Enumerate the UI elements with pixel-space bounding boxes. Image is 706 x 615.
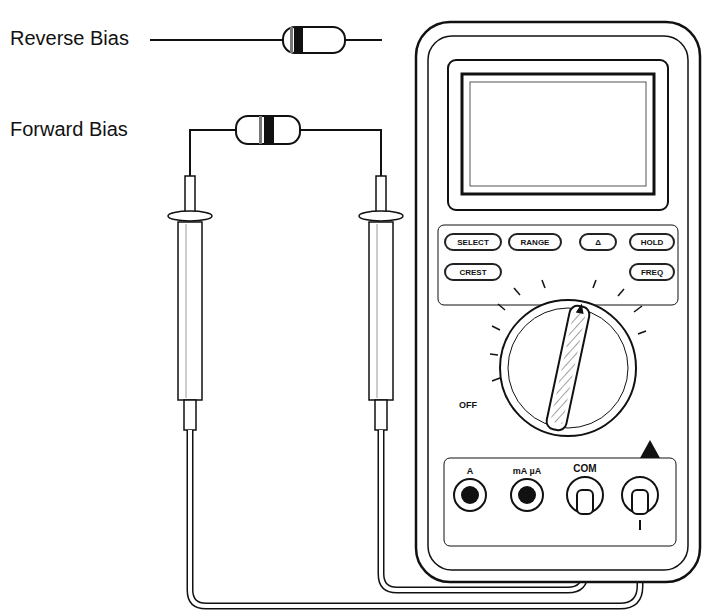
- input-jacks: [444, 440, 676, 546]
- button-label: HOLD: [641, 238, 664, 247]
- button-label: RANGE: [521, 238, 550, 247]
- test-probe: [168, 176, 212, 430]
- meter-button: RANGE: [508, 233, 562, 251]
- button-label: SELECT: [457, 238, 489, 247]
- meter-label: COM: [571, 463, 598, 474]
- bias-label: Reverse Bias: [10, 27, 129, 50]
- meter-button: Δ: [579, 233, 617, 251]
- meter-button: CREST: [444, 263, 502, 281]
- meter-housing: [416, 22, 700, 582]
- meter-label: A: [465, 466, 476, 476]
- button-label: CREST: [459, 268, 486, 277]
- meter-label: OFF: [457, 400, 479, 410]
- meter-button: HOLD: [629, 233, 675, 251]
- test-probe: [359, 176, 403, 430]
- button-label: FREQ: [641, 268, 663, 277]
- button-label: Δ: [595, 238, 601, 247]
- bias-label: Forward Bias: [10, 118, 128, 141]
- meter-button: FREQ: [629, 263, 675, 281]
- forward-diode: [190, 116, 381, 178]
- reverse-diode: [150, 27, 382, 53]
- rotary-dial: [490, 280, 646, 436]
- meter-button: SELECT: [444, 233, 502, 251]
- meter-label: mA µA: [511, 466, 543, 476]
